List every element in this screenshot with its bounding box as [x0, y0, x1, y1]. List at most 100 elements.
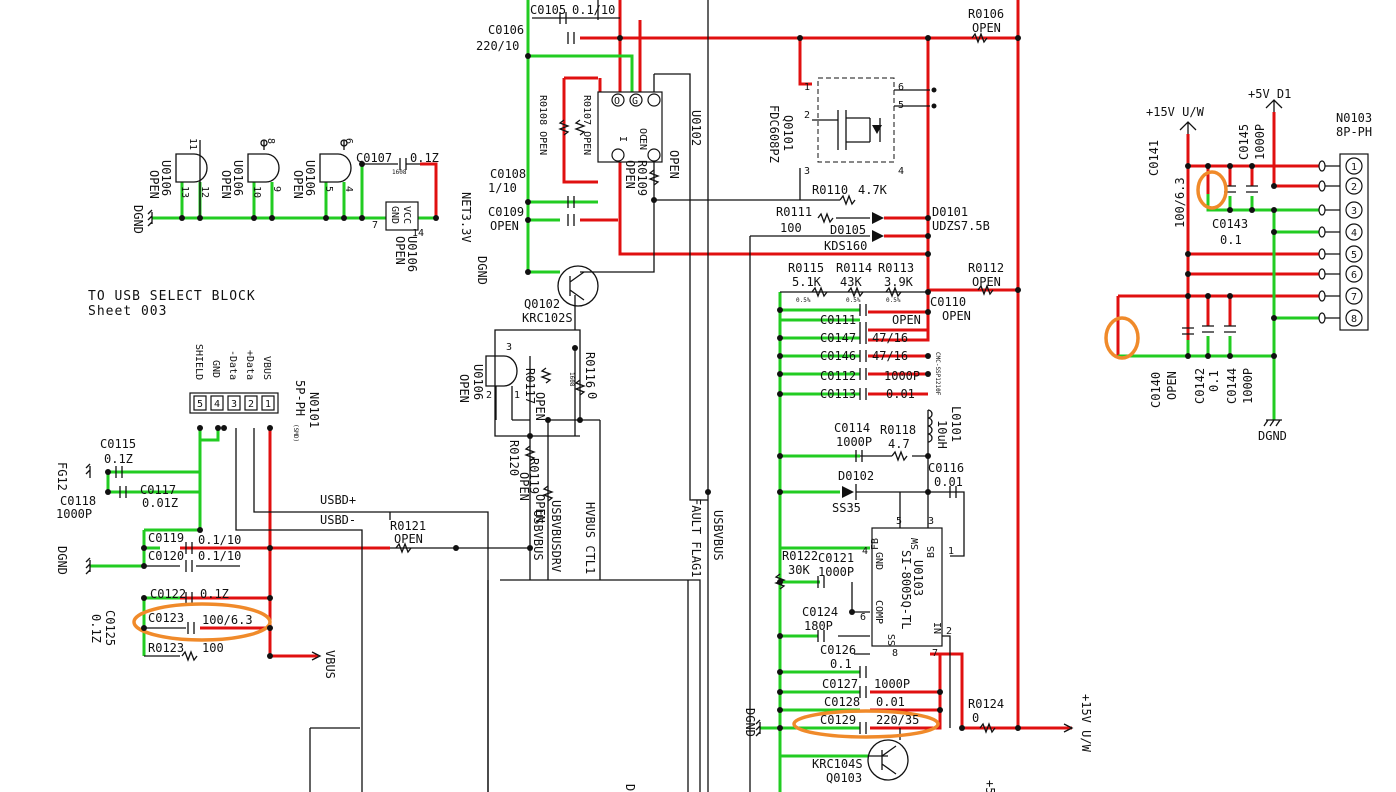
n0101-pin-3: 3 — [231, 399, 237, 410]
junction-dots-top — [525, 35, 1021, 495]
c0109-symbol — [567, 214, 575, 226]
out-15v-label: +15V U/W — [1079, 694, 1093, 753]
d0105-label: D0105 — [830, 223, 866, 237]
c0115-label: C0115 — [100, 437, 136, 451]
u0106-a-label: U0106 — [159, 160, 173, 196]
q0102-leads — [569, 271, 585, 301]
l0101-label: L0101 — [949, 406, 963, 442]
r0115-symbol — [811, 286, 828, 298]
n0103-pin-5: 5 — [1351, 250, 1357, 261]
q0103-leads — [881, 745, 897, 775]
n0103-pin-6: 6 — [1351, 270, 1357, 281]
out-15v-arrow — [1063, 723, 1074, 733]
fg-label: FG12 — [55, 462, 69, 491]
q0103-label: Q0103 — [826, 771, 862, 785]
r0109-value: OPEN — [623, 160, 637, 189]
c0143-value: 0.1 — [1220, 233, 1242, 247]
c0112-value: 1000P — [884, 369, 920, 383]
c0144-value: 1000P — [1241, 368, 1255, 404]
c0128-label: C0128 — [824, 695, 860, 709]
r0106-symbol — [971, 32, 988, 44]
junction-dots-right — [1185, 163, 1277, 359]
c0146-label: C0146 — [820, 349, 856, 363]
n0101-pin-5: 5 — [197, 399, 203, 410]
r0116-package: 1608 — [568, 372, 575, 387]
c0108-label: C0108 — [490, 167, 526, 181]
u0103-pin-gnd: GND — [873, 552, 884, 570]
regulator-section: R0115 5.1K 0.5% R0114 43K 0.5% R0113 3.9… — [623, 261, 1093, 792]
middle-bus-section: 3 2 1 U0106 OPEN R0117 OPEN R0116 0 1608… — [457, 342, 725, 792]
r0118-symbol — [891, 450, 908, 462]
u0106-b-bubble — [260, 139, 268, 147]
frag-5-label: +5 — [983, 780, 997, 792]
l0101-inductor — [927, 409, 933, 443]
n0103-pin-1: 1 — [1351, 162, 1357, 173]
r0122-label: R0122 — [782, 549, 818, 563]
right-connector-section: 1 2 3 4 5 6 7 8 — [1104, 87, 1372, 443]
c0123-label: C0123 — [148, 611, 184, 625]
r0108-label: R0108 OPEN — [537, 95, 548, 155]
c0128-value: 0.01 — [876, 695, 905, 709]
dgnd-top-label: DGND — [475, 256, 489, 285]
u0106-b-pin-9: 9 — [271, 186, 282, 192]
r0110-value: 4.7K — [858, 183, 888, 197]
c0123-symbol — [187, 622, 195, 634]
r0124-symbol — [979, 722, 996, 734]
usb-note-line2: Sheet 003 — [88, 304, 167, 319]
r0116-symbol — [574, 379, 586, 396]
n0103-value: 8P-PH — [1336, 125, 1372, 139]
wire-mid — [487, 356, 701, 792]
c0145-value: 1000P — [1253, 124, 1267, 160]
c0144-label: C0144 — [1225, 368, 1239, 404]
c0110-label: C0110 — [930, 295, 966, 309]
r0119-value: OPEN — [533, 494, 547, 523]
c0107-symbol — [399, 158, 407, 170]
supply-net-right — [1116, 112, 1324, 356]
net33-label: NET3.3V — [459, 192, 473, 243]
n0101-pin-1: 1 — [265, 399, 271, 410]
d0101-cathode-net — [884, 216, 928, 238]
u0106-b-value: OPEN — [219, 170, 233, 199]
d0105-diode — [872, 230, 884, 242]
u0103-value: SI-8005Q-TL — [899, 550, 913, 629]
r0123-value: 100 — [202, 641, 224, 655]
p15v-arrow — [1179, 121, 1197, 134]
r0120-label: R0120 — [507, 440, 521, 476]
c0111-label: C0111 — [820, 313, 856, 327]
u0106-power-value: OPEN — [393, 236, 407, 265]
u0106-a-pin-11: 11 — [187, 138, 198, 150]
u0106-power-box — [385, 201, 419, 231]
dgnd-usb-symbol — [85, 557, 91, 575]
r0114-label: R0114 — [836, 261, 872, 275]
u0106-d-pin-3: 3 — [506, 342, 512, 353]
u0102-label: U0102 — [689, 110, 703, 146]
usbvbusdrv-label: USBVBUSDRV — [549, 500, 563, 572]
c0118-label: C0118 — [60, 494, 96, 508]
junction-dots-mid — [527, 417, 551, 551]
u0106-b-pin-8: 8 — [265, 138, 276, 144]
u0106-pin-7: 7 — [372, 220, 378, 231]
fg-symbol — [85, 463, 91, 478]
vbus-label: VBUS — [323, 650, 337, 679]
c0107-label: C0107 — [356, 151, 392, 165]
usbd-plus-label: USBD+ — [320, 493, 356, 507]
q0102-transistor — [557, 265, 599, 307]
n0101-label: N0101 — [307, 392, 321, 428]
n0103-pin-circles — [1345, 157, 1363, 327]
u0106-a-value: OPEN — [147, 170, 161, 199]
c0105-label: C0105 — [530, 3, 566, 17]
caps-right-symbols — [1182, 185, 1258, 335]
r0111-symbol — [817, 212, 834, 224]
u0106-vcc-label: VCC — [401, 206, 412, 224]
c0115-symbol — [115, 466, 123, 478]
r0110-label: R0110 — [812, 183, 848, 197]
dgnd-reg-label: DGND — [743, 708, 757, 737]
junction-dots-usb — [105, 425, 459, 659]
c0125-label: C0125 — [103, 610, 117, 646]
c0107-value: 0.1Z — [410, 151, 439, 165]
r0116-value: 0 — [585, 392, 599, 399]
r0106-label: R0106 — [968, 7, 1004, 21]
n0103-label: N0103 — [1336, 111, 1372, 125]
q0101-pin-4: 4 — [898, 166, 904, 177]
